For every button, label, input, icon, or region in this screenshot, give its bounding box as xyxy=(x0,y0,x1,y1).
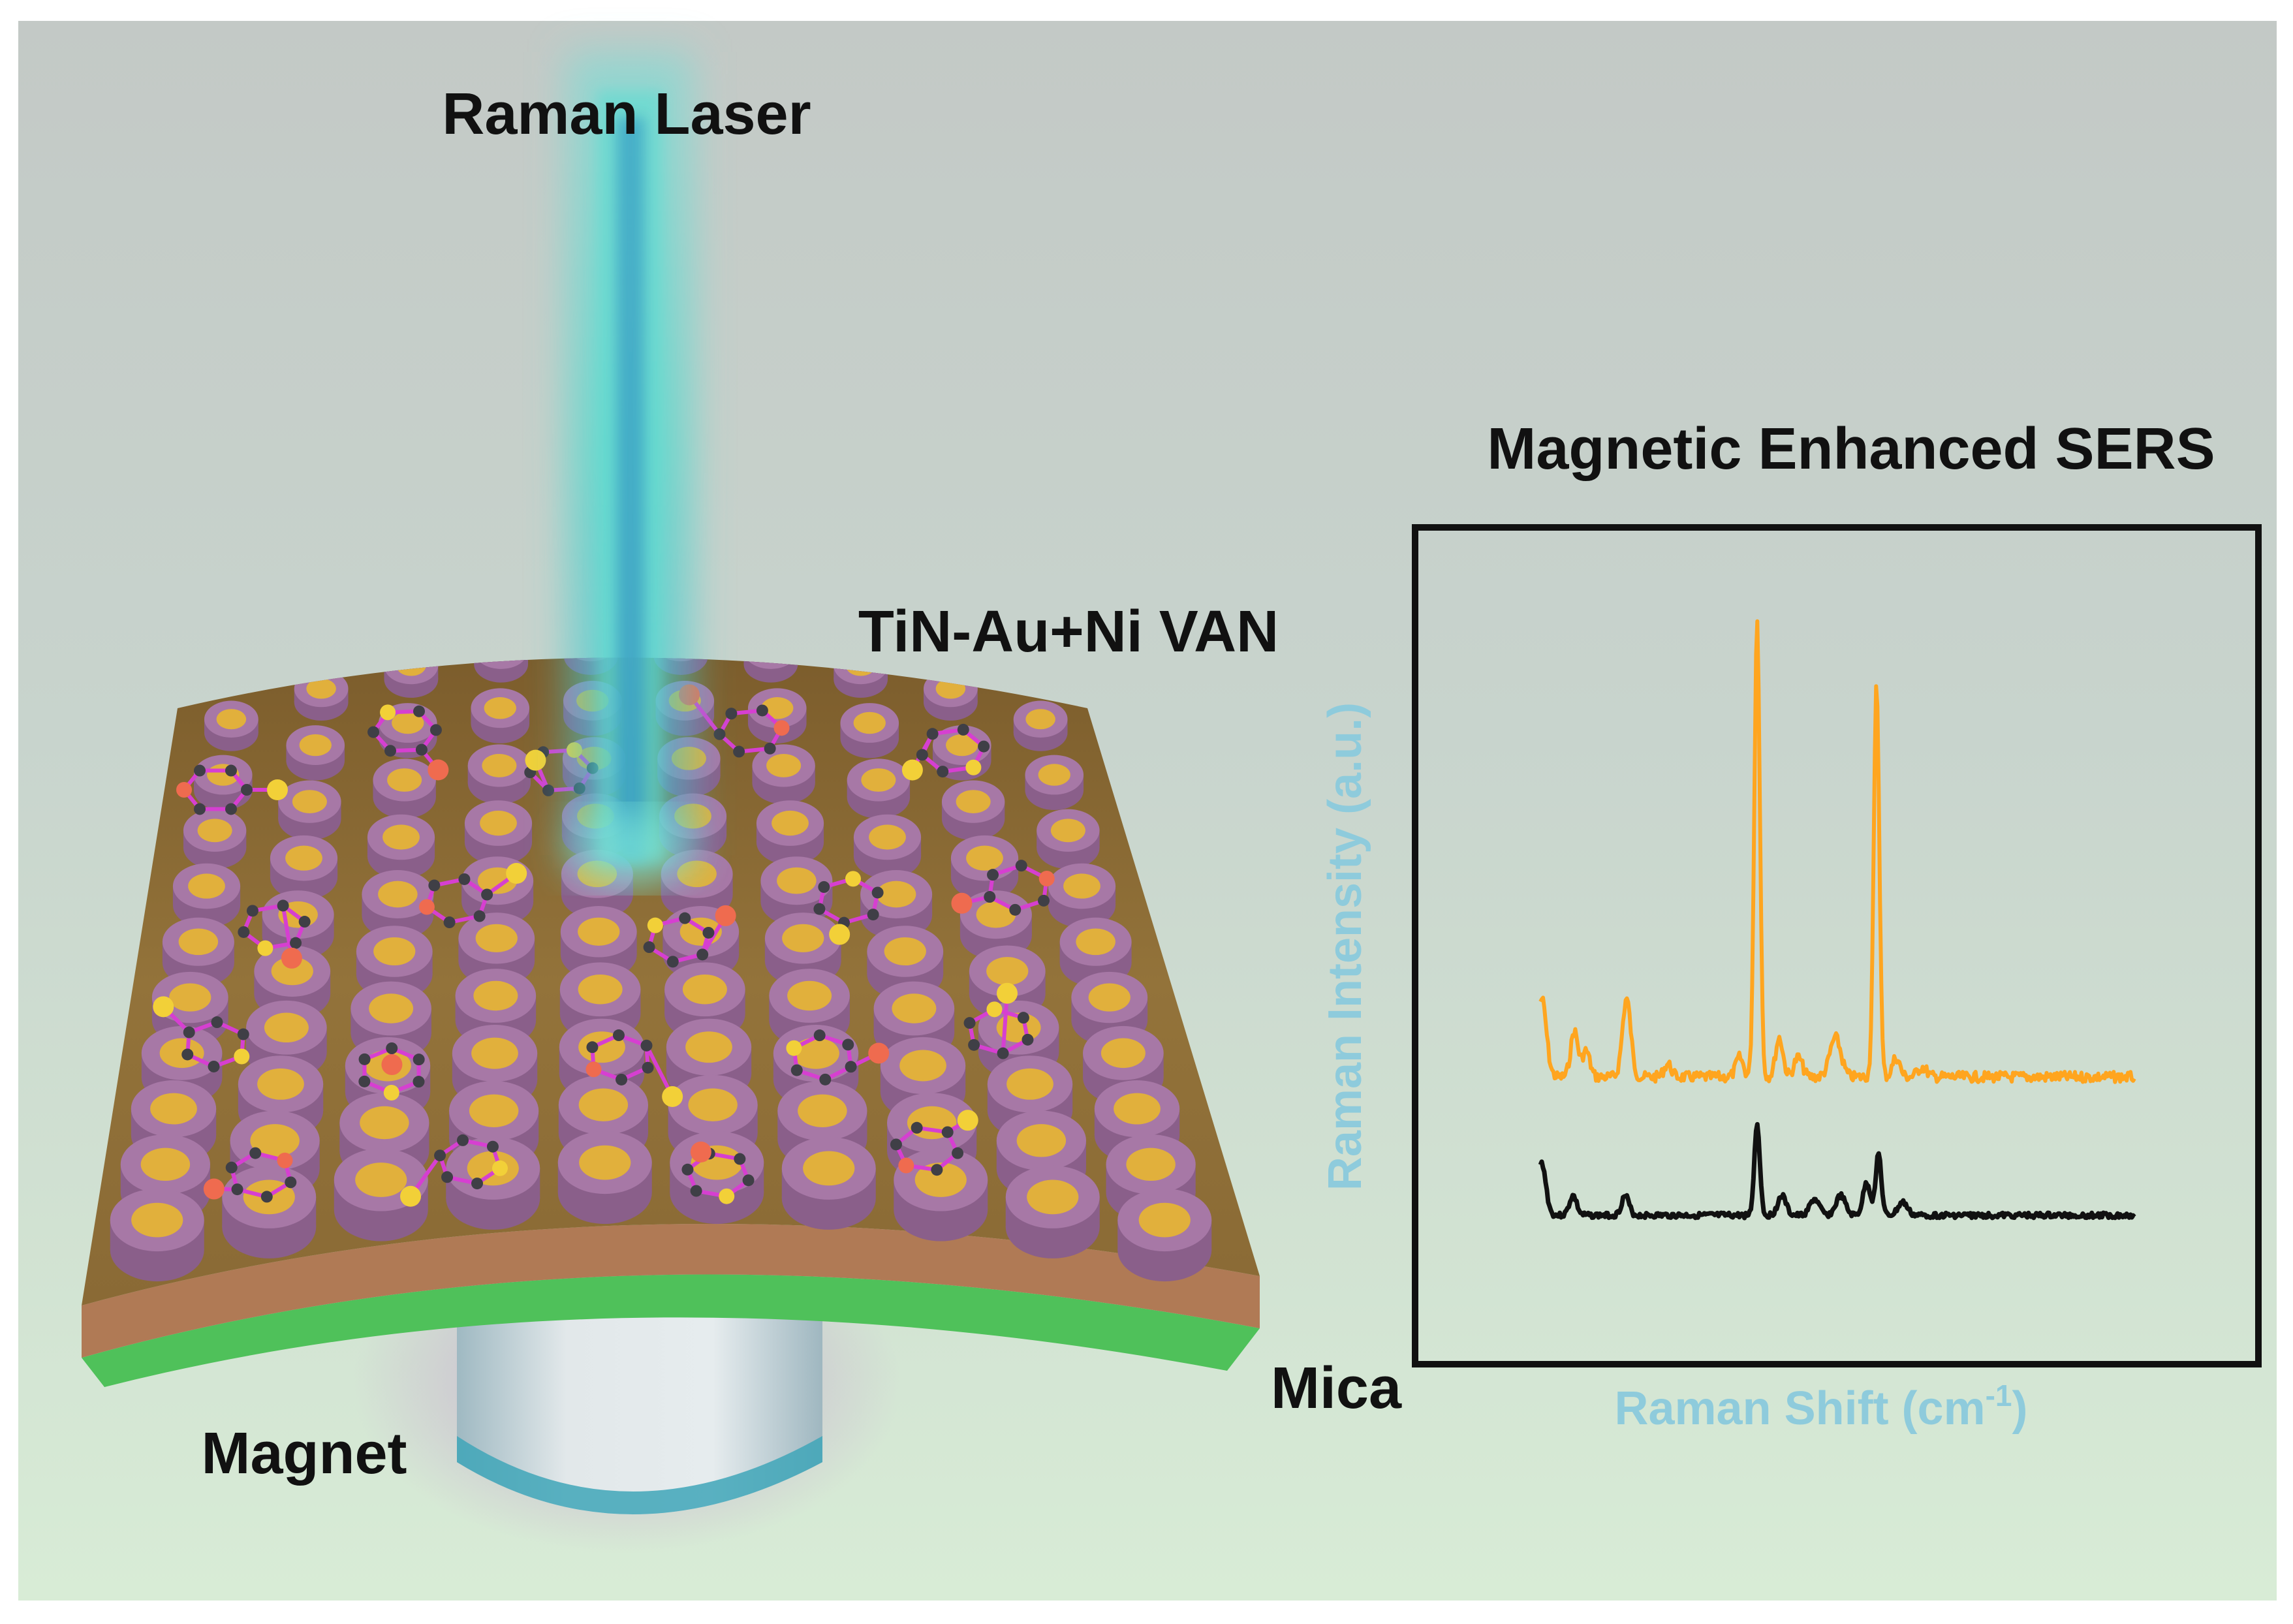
pillar xyxy=(847,758,910,819)
pillar xyxy=(558,1131,652,1224)
pillar xyxy=(757,800,824,865)
pillar xyxy=(270,835,337,900)
pillar xyxy=(1025,755,1084,810)
pillar xyxy=(468,744,531,804)
film-label: TiN-Au+Ni VAN xyxy=(858,599,1279,664)
pillar xyxy=(465,800,532,865)
pillar xyxy=(942,781,1005,841)
laser-beam-icon xyxy=(568,52,693,888)
pillar xyxy=(173,864,240,928)
pillar xyxy=(373,758,435,819)
spectrum-title: Magnetic Enhanced SERS xyxy=(1487,416,2215,482)
pillar xyxy=(367,815,435,879)
pillar xyxy=(854,815,921,879)
magnet-label: Magnet xyxy=(202,1421,407,1486)
pillar xyxy=(840,703,899,758)
y-axis-label: Raman Intensity (a.u.) xyxy=(1319,702,1371,1191)
pillar xyxy=(110,1189,204,1281)
pillar xyxy=(1117,1189,1211,1281)
pillar xyxy=(194,755,253,810)
mica-label: Mica xyxy=(1271,1356,1402,1421)
raman-laser-label: Raman Laser xyxy=(442,82,811,147)
pillar xyxy=(1048,864,1115,928)
pillar xyxy=(1014,701,1068,751)
pillar xyxy=(1037,809,1099,869)
x-axis-label: Raman Shift (cm-1) xyxy=(1615,1379,2028,1435)
pillar xyxy=(752,744,815,804)
pillar xyxy=(782,1137,876,1230)
pillar xyxy=(204,701,258,751)
pillar xyxy=(951,835,1018,900)
pillar xyxy=(183,809,246,869)
pillar xyxy=(1006,1166,1100,1258)
pillar xyxy=(471,688,529,743)
pillar xyxy=(286,725,345,780)
